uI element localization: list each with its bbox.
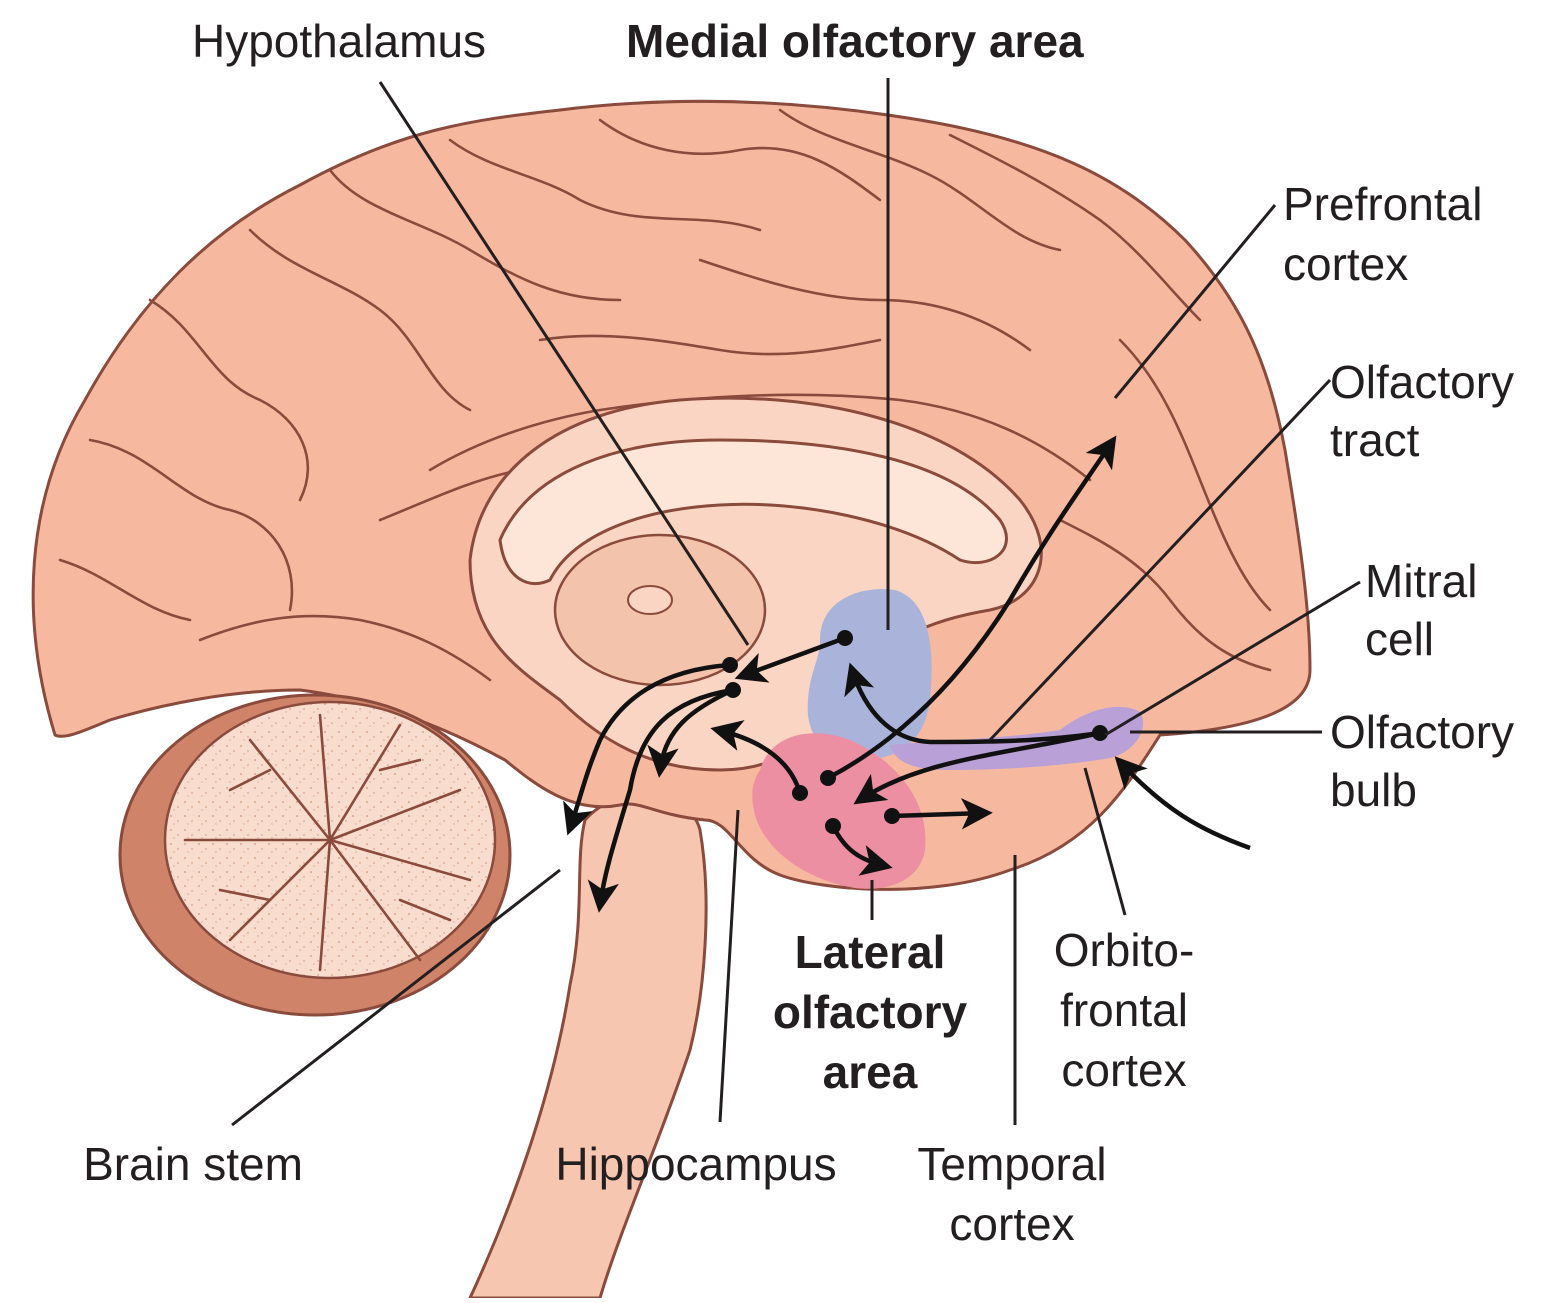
label-olfactory-tract-line1: Olfactory	[1330, 356, 1514, 408]
label-mitral-cell-line1: Mitral	[1365, 555, 1477, 607]
label-orbitofrontal-cortex-line3: cortex	[1061, 1044, 1186, 1096]
label-mitral-cell-line2: cell	[1365, 613, 1434, 665]
label-hippocampus: Hippocampus	[555, 1138, 836, 1190]
label-temporal-cortex-line1: Temporal	[917, 1138, 1106, 1190]
label-prefrontal-cortex-line2: cortex	[1283, 238, 1408, 290]
label-olfactory-bulb-line1: Olfactory	[1330, 706, 1514, 758]
label-prefrontal-cortex-line1: Prefrontal	[1283, 178, 1482, 230]
label-olfactory-bulb-line2: bulb	[1330, 764, 1417, 816]
label-hypothalamus: Hypothalamus	[192, 15, 486, 67]
label-olfactory-tract-line2: tract	[1330, 414, 1420, 466]
label-lateral-olfactory-area-line3: area	[823, 1046, 918, 1098]
label-medial-olfactory-area: Medial olfactory area	[626, 15, 1084, 67]
label-temporal-cortex-line2: cortex	[949, 1198, 1074, 1250]
label-orbitofrontal-cortex-line1: Orbito-	[1054, 924, 1195, 976]
label-lateral-olfactory-area-line1: Lateral	[795, 926, 946, 978]
label-lateral-olfactory-area-line2: olfactory	[773, 986, 968, 1038]
label-brain-stem: Brain stem	[83, 1138, 303, 1190]
label-orbitofrontal-cortex-line2: frontal	[1060, 984, 1188, 1036]
